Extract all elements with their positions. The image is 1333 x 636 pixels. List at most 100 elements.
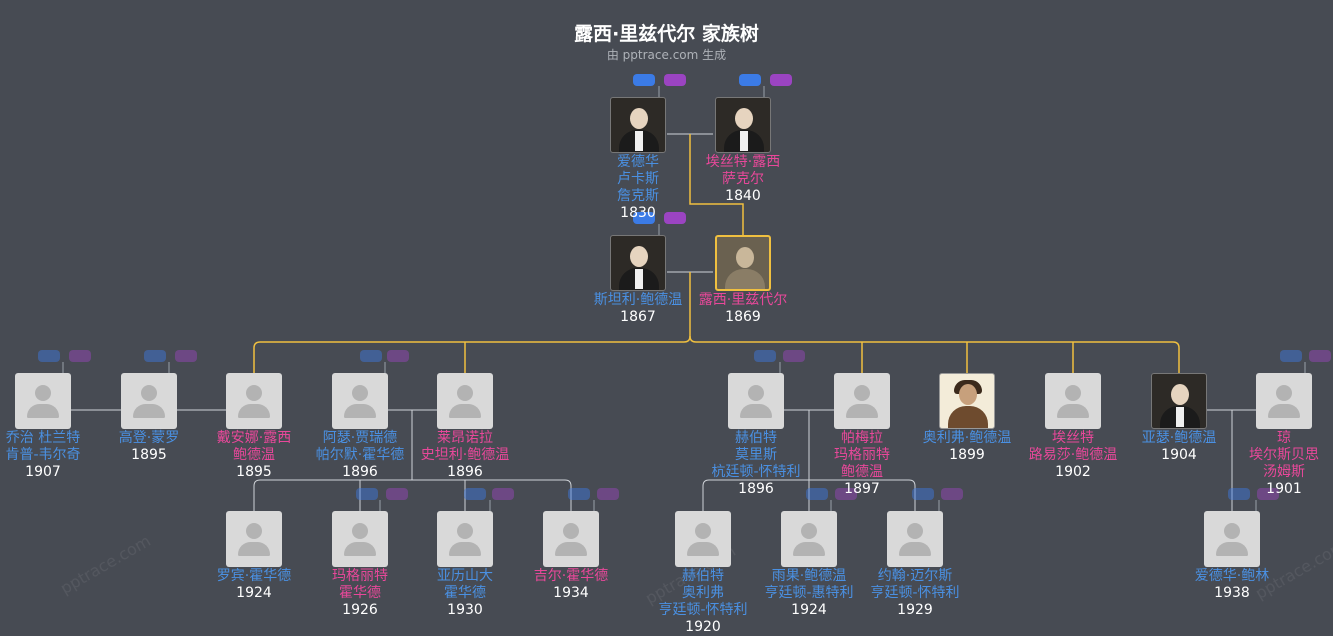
avatar-placeholder-icon[interactable] <box>437 373 493 429</box>
tag-link <box>62 362 1306 373</box>
avatar[interactable] <box>939 373 995 429</box>
tag-blue[interactable] <box>806 488 828 500</box>
tag-blue[interactable] <box>754 350 776 362</box>
avatar-placeholder-icon[interactable] <box>226 511 282 567</box>
tag-blue[interactable] <box>633 74 655 86</box>
tag-purple[interactable] <box>386 488 408 500</box>
tag-purple[interactable] <box>835 488 857 500</box>
person-birth-year: 1938 <box>1214 585 1250 601</box>
tag-blue[interactable] <box>356 488 378 500</box>
avatar-placeholder-icon[interactable] <box>675 511 731 567</box>
tag-purple[interactable] <box>69 350 91 362</box>
avatar[interactable] <box>610 235 666 291</box>
person-name-line: 霍华德 <box>339 585 381 601</box>
tag-purple[interactable] <box>664 212 686 224</box>
avatar-placeholder-icon[interactable] <box>1256 373 1312 429</box>
tag-blue[interactable] <box>739 74 761 86</box>
tag-blue[interactable] <box>1228 488 1250 500</box>
tag-purple[interactable] <box>492 488 514 500</box>
children-link <box>808 479 916 511</box>
tag-purple[interactable] <box>1309 350 1331 362</box>
avatar[interactable] <box>715 235 771 291</box>
person-birth-year: 1929 <box>897 602 933 618</box>
person-name-line: 亚历山大 <box>437 568 493 584</box>
tag-blue[interactable] <box>1280 350 1302 362</box>
tag-blue[interactable] <box>360 350 382 362</box>
person-name-line: 鲍德温 <box>841 464 883 480</box>
person-birth-year: 1926 <box>342 602 378 618</box>
person-name-line: 亨廷顿-怀特利 <box>870 585 960 601</box>
avatar-placeholder-icon[interactable] <box>1045 373 1101 429</box>
tag-blue[interactable] <box>912 488 934 500</box>
avatar[interactable] <box>715 97 771 153</box>
person-name: 帕梅拉玛格丽特鲍德温 <box>807 430 917 481</box>
tag-purple[interactable] <box>783 350 805 362</box>
tag-blue[interactable] <box>464 488 486 500</box>
person-birth-year: 1904 <box>1161 447 1197 463</box>
tag-purple[interactable] <box>1257 488 1279 500</box>
avatar-placeholder-icon[interactable] <box>1204 511 1260 567</box>
avatar-placeholder-icon[interactable] <box>121 373 177 429</box>
avatar-placeholder-icon[interactable] <box>834 373 890 429</box>
tag-purple[interactable] <box>770 74 792 86</box>
tag-blue[interactable] <box>38 350 60 362</box>
tag-purple[interactable] <box>175 350 197 362</box>
person-name-line: 罗宾·霍华德 <box>216 568 292 584</box>
avatar[interactable] <box>1151 373 1207 429</box>
avatar-placeholder-icon[interactable] <box>543 511 599 567</box>
avatar-placeholder-icon[interactable] <box>15 373 71 429</box>
children-link <box>689 335 1180 373</box>
tag-blue[interactable] <box>633 212 655 224</box>
person-name-line: 路易莎·鲍德温 <box>1028 447 1118 463</box>
avatar-placeholder-icon[interactable] <box>728 373 784 429</box>
avatar-placeholder-icon[interactable] <box>781 511 837 567</box>
person-birth-year: 1896 <box>342 464 378 480</box>
person-name-line: 阿瑟·贾瑞德 <box>322 430 398 446</box>
person-name: 奥利弗·鲍德温 <box>912 430 1022 447</box>
avatar[interactable] <box>610 97 666 153</box>
tag-purple[interactable] <box>597 488 619 500</box>
tag-blue[interactable] <box>568 488 590 500</box>
tag-blue[interactable] <box>144 350 166 362</box>
person-birth-year: 1896 <box>738 481 774 497</box>
avatar-placeholder-icon[interactable] <box>226 373 282 429</box>
tag-purple[interactable] <box>941 488 963 500</box>
avatar-placeholder-icon[interactable] <box>332 373 388 429</box>
tag-purple[interactable] <box>664 74 686 86</box>
children-link <box>359 480 466 511</box>
person-birth-year: 1901 <box>1266 481 1302 497</box>
person-name-line: 吉尔·霍华德 <box>533 568 609 584</box>
person-name-line: 赫伯特 <box>735 430 777 446</box>
person-name-line: 奥利弗·鲍德温 <box>922 430 1012 446</box>
person-name: 雨果·鲍德温亨廷顿-惠特利 <box>754 568 864 602</box>
person-name: 罗宾·霍华德 <box>199 568 309 585</box>
avatar-placeholder-icon[interactable] <box>332 511 388 567</box>
avatar-placeholder-icon[interactable] <box>887 511 943 567</box>
avatar-placeholder-icon[interactable] <box>437 511 493 567</box>
tag-purple[interactable] <box>387 350 409 362</box>
